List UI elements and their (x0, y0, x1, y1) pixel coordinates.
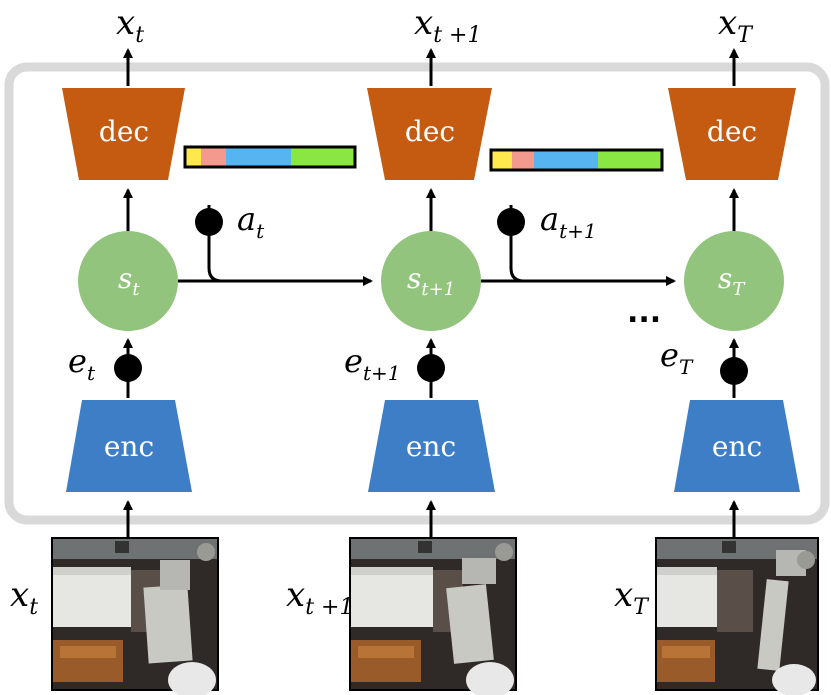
embedding-dot (114, 354, 142, 382)
column-t-plus-1: xt +1 dec st+1 et+1 enc xt +1 (286, 3, 517, 695)
action-label: at (237, 200, 265, 243)
embedding-dot (720, 357, 748, 385)
embedding-dot (417, 354, 445, 382)
encoder-label: enc (406, 430, 456, 463)
action-dot (195, 208, 223, 236)
column-t: xt dec st et enc xt (10, 3, 219, 695)
state-node (78, 231, 178, 331)
model-frame (4, 62, 830, 525)
input-label: xt (10, 575, 38, 620)
input-frame-image (51, 537, 219, 695)
input-frame-image (655, 537, 819, 695)
state-node (381, 231, 481, 331)
action-t-plus-1: at+1 (489, 148, 664, 283)
input-label: xt +1 (286, 575, 353, 620)
encoder-label: enc (104, 430, 154, 463)
output-label: xt +1 (414, 3, 481, 48)
action-label: at+1 (540, 200, 597, 243)
action-dot (497, 208, 525, 236)
state-label: st+1 (407, 262, 455, 300)
encoder-block (368, 400, 495, 492)
decoder-block (668, 88, 796, 180)
decoder-block (62, 88, 185, 180)
action-bar (489, 148, 664, 172)
decoder-block (367, 88, 492, 180)
action-connector (207, 205, 223, 283)
ellipsis: ... (627, 295, 661, 330)
embedding-label: et+1 (344, 342, 400, 385)
output-label: xt (116, 3, 144, 48)
action-bar (183, 145, 357, 169)
state-label: st (118, 262, 140, 300)
action-t: at (183, 145, 357, 283)
encoder-block (66, 400, 192, 492)
action-connector (509, 205, 525, 283)
input-label: xT (614, 575, 650, 620)
embedding-label: eT (660, 336, 694, 379)
encoder-label: enc (712, 430, 762, 463)
column-T: xT dec sT eT enc xT (614, 3, 819, 695)
state-node (684, 231, 784, 331)
encoder-block (674, 400, 800, 492)
decoder-label: dec (405, 115, 455, 148)
state-label: sT (718, 262, 746, 300)
decoder-label: dec (707, 115, 757, 148)
input-frame-image (349, 537, 517, 695)
embedding-label: et (68, 342, 96, 385)
output-label: xT (718, 3, 754, 48)
decoder-label: dec (99, 115, 149, 148)
